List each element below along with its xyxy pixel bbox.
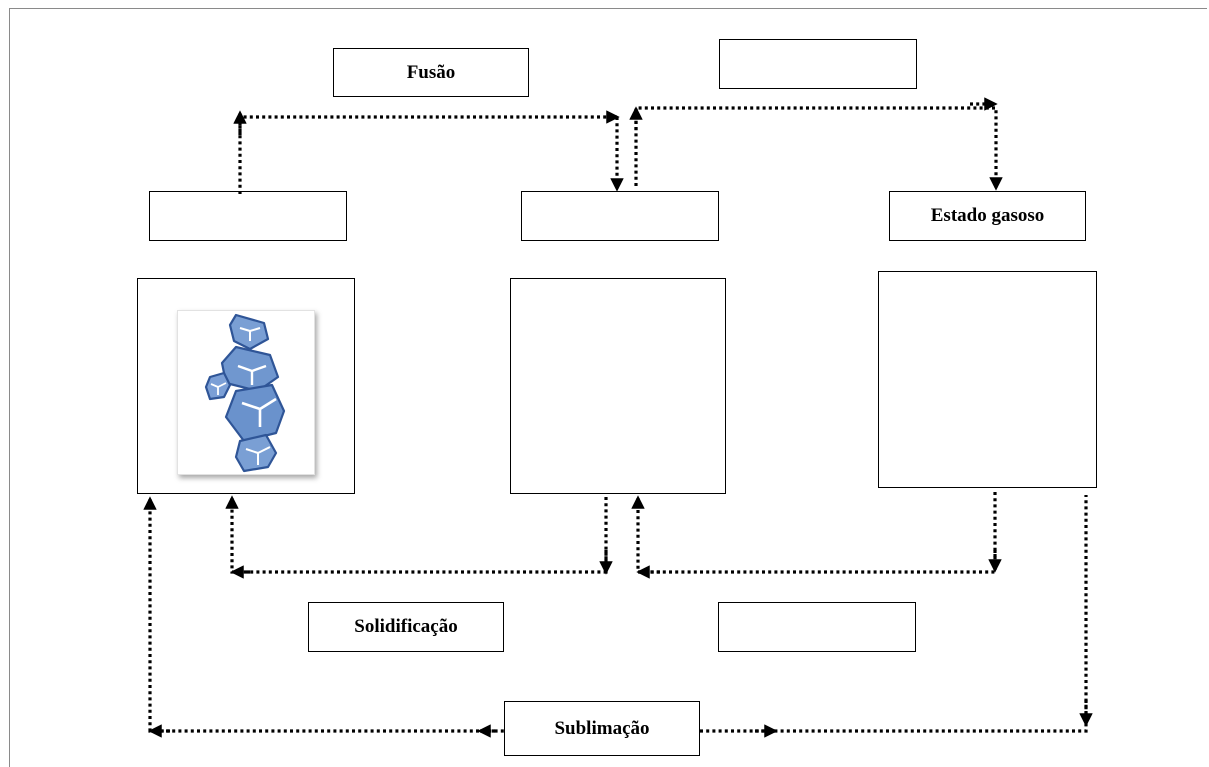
ice-cubes-icon xyxy=(204,313,286,473)
diagram-frame xyxy=(9,8,1207,767)
sublimacao-left-arrow xyxy=(143,496,505,733)
bottom-right-label-box[interactable] xyxy=(718,602,916,652)
condensacao-arrow xyxy=(631,492,997,574)
solid-state-label-box[interactable] xyxy=(149,191,347,241)
solidificacao-label: Solidificação xyxy=(354,616,458,637)
liquid-state-label-box[interactable] xyxy=(521,191,719,241)
liquid-state-panel[interactable] xyxy=(510,278,726,494)
sublimacao-label: Sublimação xyxy=(554,717,650,739)
solidificacao-label-box: Solidificação xyxy=(308,602,504,652)
solidificacao-arrow xyxy=(225,495,608,574)
gas-state-panel[interactable] xyxy=(878,271,1097,488)
gas-state-label: Estado gasoso xyxy=(930,205,1045,226)
ice-cubes-image xyxy=(177,310,315,475)
sublimacao-label-box: Sublimação xyxy=(504,701,700,756)
fusao-label-box: Fusão xyxy=(333,48,529,97)
sublimacao-right-arrow xyxy=(700,495,1088,733)
vaporizacao-arrow xyxy=(634,106,1003,191)
top-right-label-box[interactable] xyxy=(719,39,917,89)
fusao-label: Fusão xyxy=(406,61,456,83)
fusao-arrow xyxy=(238,110,620,194)
gas-state-label-box: Estado gasoso xyxy=(889,191,1086,241)
